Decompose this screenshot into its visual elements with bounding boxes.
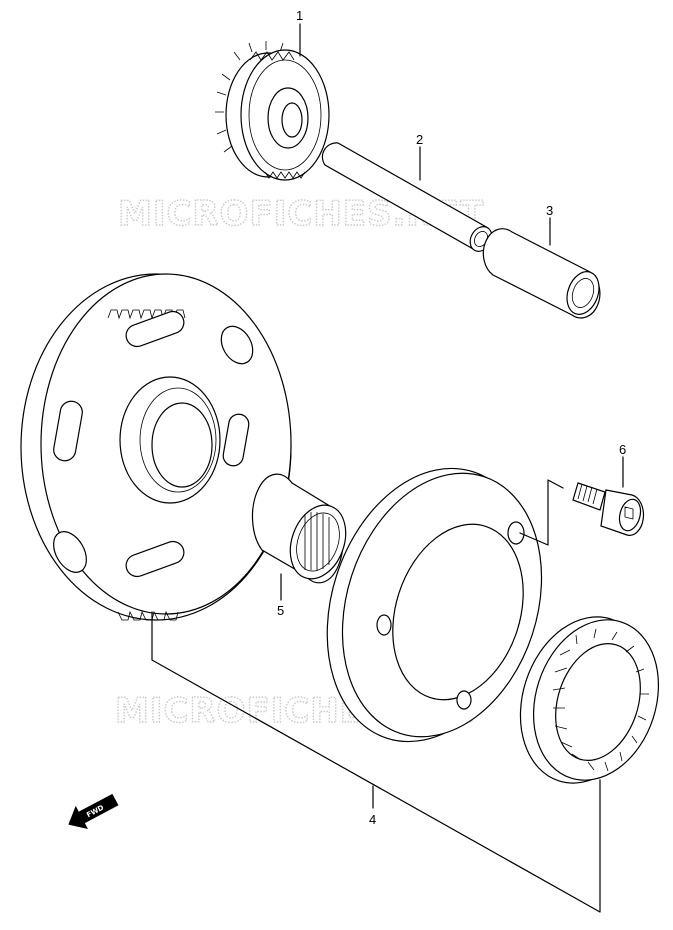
callout-1: 1 (296, 8, 303, 23)
part-bolt[interactable] (572, 482, 645, 536)
callout-5: 5 (277, 603, 284, 618)
callout-4: 4 (369, 812, 376, 827)
part-starter-gear[interactable] (20, 273, 292, 621)
fwd-arrow-icon: FWD (68, 793, 119, 829)
leader-lines (151, 23, 624, 913)
part-bushing[interactable] (482, 228, 604, 319)
part-idle-gear[interactable] (215, 41, 330, 181)
part-sprag-ring[interactable] (500, 600, 673, 800)
callout-2: 2 (416, 132, 423, 147)
part-clutch-housing[interactable] (294, 442, 575, 769)
part-needle-bearing[interactable] (251, 473, 355, 586)
callout-6: 6 (619, 442, 626, 457)
callout-3: 3 (546, 203, 553, 218)
